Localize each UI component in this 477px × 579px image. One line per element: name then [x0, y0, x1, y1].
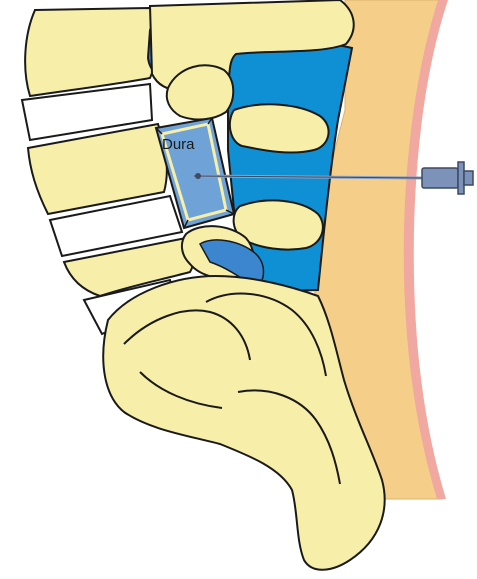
dura-label: Dura — [162, 136, 195, 153]
vertebral-body-1 — [25, 8, 157, 96]
